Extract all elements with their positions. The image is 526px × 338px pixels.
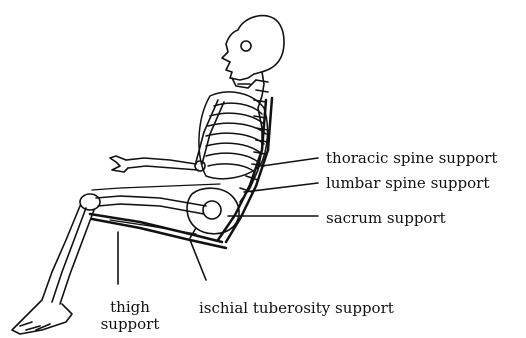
thoracic-leader-line <box>262 158 318 166</box>
leader-lines <box>118 158 318 284</box>
thigh-outline <box>92 184 220 234</box>
thigh-support-label: thigh support <box>100 299 160 333</box>
chair-seat <box>90 214 226 248</box>
thoracic-spine-support-label: thoracic spine support <box>326 151 497 166</box>
thigh-support-label-line1: thigh <box>110 298 150 316</box>
ischial-leader-line <box>190 240 206 280</box>
shin <box>42 206 94 304</box>
foot <box>12 300 72 334</box>
forearm-hand <box>110 156 198 172</box>
skull <box>222 16 284 88</box>
cervical-spine <box>254 72 268 108</box>
sacrum-support-label: sacrum support <box>326 211 446 226</box>
lumbar-spine-support-label: lumbar spine support <box>326 176 489 191</box>
chair-backrest <box>218 98 272 242</box>
ischial-tuberosity-support-label: ischial tuberosity support <box>199 301 394 316</box>
thigh-support-label-line2: support <box>101 315 160 333</box>
